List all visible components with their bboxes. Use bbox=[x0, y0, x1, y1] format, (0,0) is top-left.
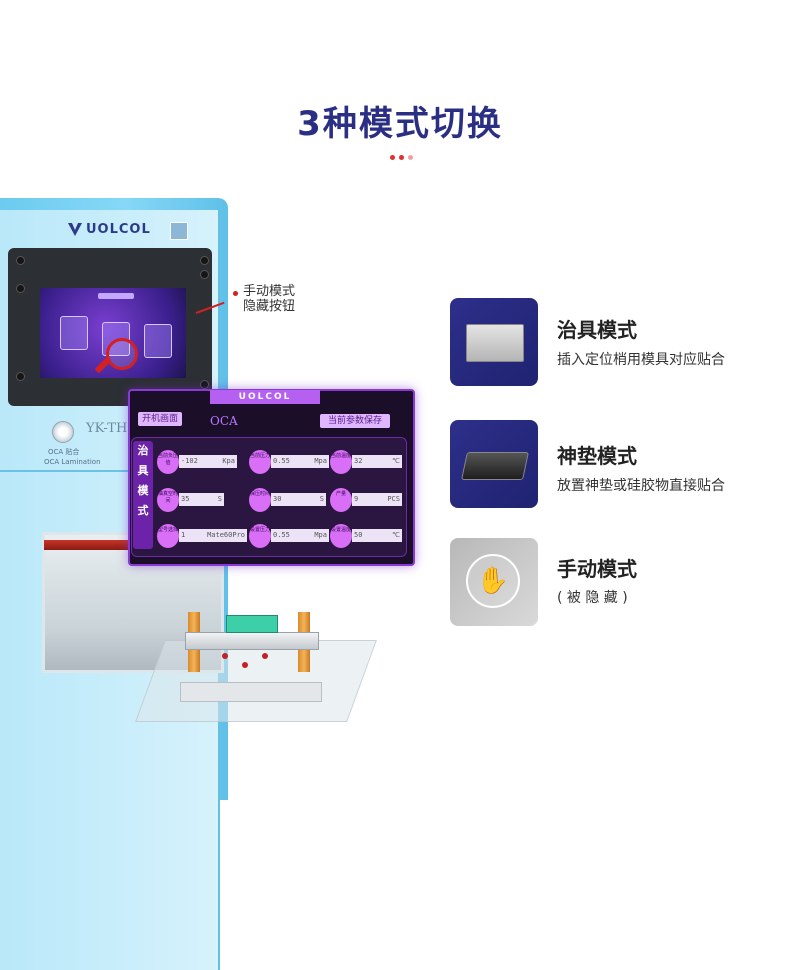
value-text: 30 bbox=[273, 495, 282, 503]
panel-oca-label: OCA bbox=[210, 414, 238, 428]
manual-mode-icon-box: ✋ bbox=[450, 538, 538, 626]
mode-title: 手动模式 bbox=[557, 557, 637, 581]
brand-logo-icon bbox=[68, 223, 82, 236]
screen-tile[interactable] bbox=[144, 324, 172, 358]
title-dots bbox=[390, 155, 420, 163]
unit-text: Mpa bbox=[314, 531, 327, 539]
unit-text: PCS bbox=[387, 495, 400, 503]
param-label: 型号选择 bbox=[157, 524, 179, 548]
boot-screen-button[interactable]: 开机画面 bbox=[138, 412, 182, 426]
unit-text: Mpa bbox=[314, 457, 327, 465]
value-text: -102 bbox=[181, 457, 198, 465]
unit-text: S bbox=[217, 495, 222, 503]
annotation-line: 手动模式 bbox=[243, 284, 296, 299]
dot-icon bbox=[399, 155, 404, 160]
value-text: 0.55 bbox=[273, 457, 290, 465]
page-title: 3种模式切换 bbox=[297, 104, 503, 144]
pad-mode-icon-box bbox=[450, 420, 538, 508]
param-label: 产量 bbox=[330, 488, 352, 512]
unit-text: ℃ bbox=[392, 531, 400, 539]
value-text: 9 bbox=[354, 495, 359, 503]
jig-mode-icon-box bbox=[450, 298, 538, 386]
unit-text: S bbox=[319, 495, 324, 503]
screw-icon bbox=[200, 270, 209, 279]
save-params-button[interactable]: 当前参数保存 bbox=[320, 414, 390, 428]
glass-plate bbox=[135, 640, 377, 722]
screw-icon bbox=[16, 256, 25, 265]
param-value[interactable]: 50 ℃ bbox=[352, 529, 402, 542]
machine-divider bbox=[0, 470, 218, 472]
param-label: 当前负压值 bbox=[157, 450, 179, 474]
screw-icon bbox=[200, 256, 209, 265]
mode-description: ( 被 隐 藏 ) bbox=[557, 590, 628, 606]
fixture-base bbox=[180, 682, 322, 702]
magnifier-icon bbox=[106, 338, 138, 370]
dot-icon bbox=[390, 155, 395, 160]
unit-text: Mate60Pro bbox=[207, 531, 245, 539]
oca-label: OCA 贴合 bbox=[48, 448, 80, 456]
param-label: 保压时间 bbox=[249, 488, 271, 512]
mode-description: 插入定位梢用模具对应贴合 bbox=[557, 352, 725, 368]
knob-icon[interactable] bbox=[52, 421, 74, 443]
hidden-button-annotation: 手动模式 隐藏按钮 bbox=[243, 284, 295, 314]
pad-icon bbox=[461, 452, 529, 480]
screw-icon bbox=[16, 372, 25, 381]
mode-description: 放置神垫或硅胶物直接贴合 bbox=[557, 478, 725, 494]
dot-icon bbox=[262, 653, 268, 659]
machine-brand: UOLCOL bbox=[86, 222, 151, 237]
param-label: 设置压力 bbox=[249, 524, 271, 548]
oca-sub-label: OCA Lamination bbox=[44, 458, 101, 466]
panel-brand: UOLCOL bbox=[210, 390, 320, 404]
param-label: 设置温度 bbox=[330, 524, 352, 548]
param-label: 当前压力 bbox=[249, 450, 271, 474]
value-text: 0.55 bbox=[273, 531, 290, 539]
param-label: 当前温度 bbox=[330, 450, 352, 474]
qr-icon bbox=[170, 222, 188, 240]
param-label: 抽真空时间 bbox=[157, 488, 179, 512]
fixture-plate bbox=[185, 632, 319, 650]
value-text: 1 bbox=[181, 531, 186, 539]
value-text: 32 bbox=[354, 457, 363, 465]
screen-header bbox=[98, 293, 134, 299]
machine-model: YK-TH bbox=[86, 421, 128, 436]
value-text: 35 bbox=[181, 495, 190, 503]
value-text: 50 bbox=[354, 531, 363, 539]
param-value[interactable]: 0.55 Mpa bbox=[271, 529, 329, 542]
param-value[interactable]: 1 Mate60Pro bbox=[179, 529, 247, 542]
mode-side-label: 治具模式 bbox=[133, 441, 153, 549]
screen-tile[interactable] bbox=[60, 316, 88, 350]
fixture-connector bbox=[226, 615, 278, 633]
dot-icon bbox=[222, 653, 228, 659]
param-value[interactable]: 35 S bbox=[179, 493, 224, 506]
bullet-icon bbox=[233, 291, 238, 296]
dot-icon bbox=[408, 155, 413, 160]
jig-icon bbox=[466, 324, 524, 362]
mode-title: 治具模式 bbox=[557, 318, 637, 342]
unit-text: Kpa bbox=[222, 457, 235, 465]
param-value[interactable]: 30 S bbox=[271, 493, 326, 506]
param-value[interactable]: -102 Kpa bbox=[179, 455, 237, 468]
screw-icon bbox=[200, 380, 209, 389]
param-value[interactable]: 0.55 Mpa bbox=[271, 455, 329, 468]
screw-icon bbox=[16, 284, 25, 293]
dot-icon bbox=[242, 662, 248, 668]
param-value[interactable]: 32 ℃ bbox=[352, 455, 402, 468]
param-value[interactable]: 9 PCS bbox=[352, 493, 402, 506]
hand-icon: ✋ bbox=[466, 554, 520, 608]
annotation-line: 隐藏按钮 bbox=[243, 299, 296, 314]
mode-title: 神垫模式 bbox=[557, 444, 637, 468]
unit-text: ℃ bbox=[392, 457, 400, 465]
